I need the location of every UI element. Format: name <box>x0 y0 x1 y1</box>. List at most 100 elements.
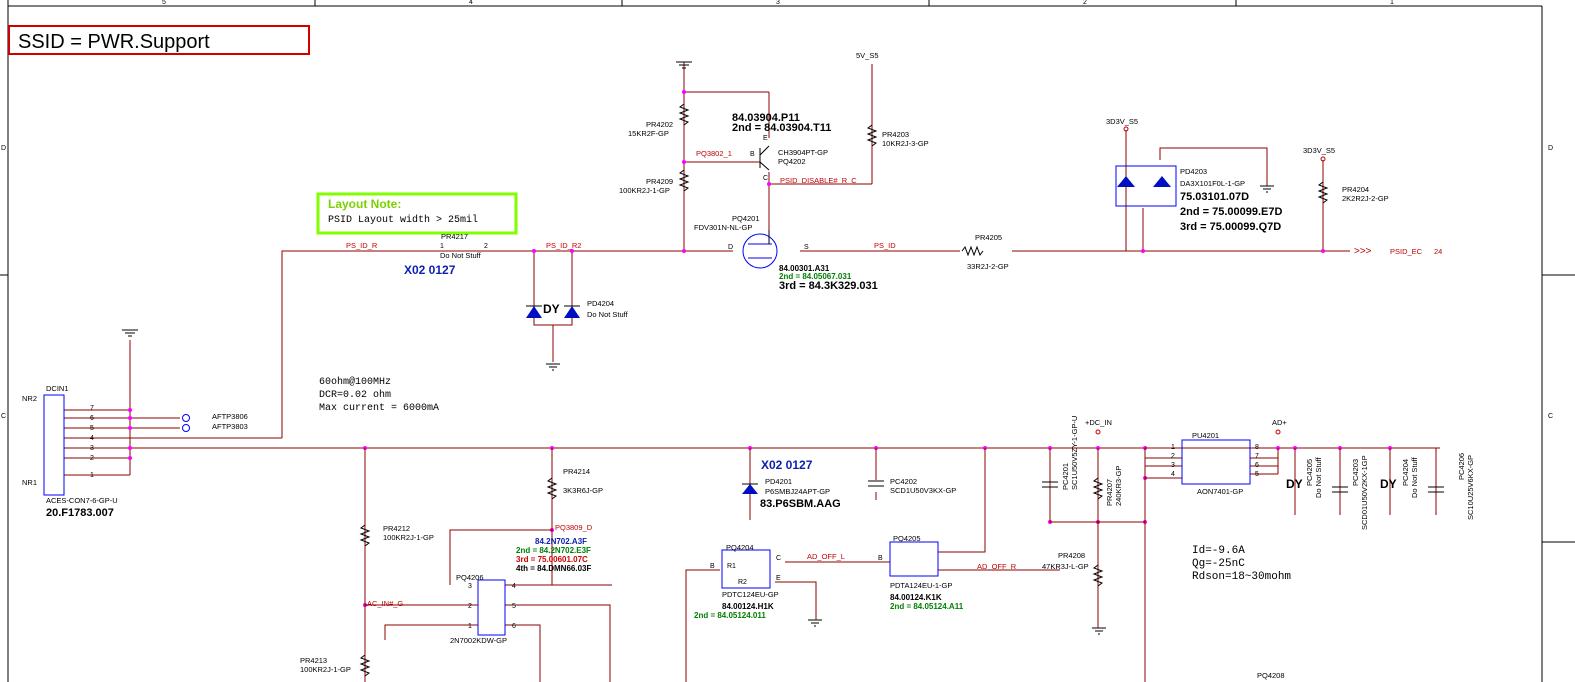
pq4204-r2: R2 <box>738 579 747 586</box>
pr4202-ref: PR4202 <box>646 120 673 129</box>
ferrite-note-1: 60ohm@100MHz <box>319 376 391 388</box>
pc4205-value: Do Not Stuff <box>1314 456 1323 498</box>
power-labels: 5V_S5 3D3V_S5 3D3V_S5 +DC_IN AD+ <box>856 51 1335 435</box>
ground-symbols <box>122 61 1274 635</box>
pu4201-pin8: 8 <box>1255 444 1259 451</box>
pu4201-pin7: 7 <box>1255 453 1259 460</box>
border-col-5: 5 <box>162 0 166 6</box>
pc4206-ref: PC4206 <box>1457 453 1466 480</box>
pc4204-ref: PC4204 <box>1401 459 1410 486</box>
pq4201-pin-d: D <box>728 244 733 251</box>
pr4208-ref: PR4208 <box>1058 551 1085 560</box>
pd4204-value: Do Not Stuff <box>587 310 629 319</box>
pr4213-ref: PR4213 <box>300 656 327 665</box>
ssid-box: SSID = PWR.Support <box>8 25 310 55</box>
pu4201-ref: PU4201 <box>1192 431 1219 440</box>
pq4205-pin-b: B <box>878 555 883 562</box>
pq4205-pn2: 2nd = 84.05124.A11 <box>890 602 964 611</box>
pq4204-pn1: 84.00124.H1K <box>722 602 774 611</box>
pu4201-pin4: 4 <box>1171 471 1175 478</box>
pq4201-ref: PQ4201 <box>732 214 760 223</box>
dcin1-pin7: 7 <box>90 405 94 412</box>
dcin1-pn: 20.F1783.007 <box>46 507 114 519</box>
pq4202-pin-e: E <box>763 135 768 142</box>
pq4206-pn2: 2nd = 84.2N702.E3F <box>516 546 591 555</box>
mosfet-notes: Id=-9.6A Qg=-25nC Rdson=18~30mohm <box>1192 545 1291 583</box>
pq4206-pin5: 5 <box>512 603 516 610</box>
layout-note: Layout Note: PSID Layout width > 25mil <box>316 192 518 235</box>
border-col-2: 2 <box>1083 0 1087 6</box>
net-labels: PS_ID_R PS_ID_R2 PS_ID PQ3802_1 PSID_DIS… <box>346 149 1442 608</box>
pq4202-value: CH3904PT-GP <box>778 148 828 157</box>
pc4204-value: Do Not Stuff <box>1410 456 1419 498</box>
pq4206-value: 2N7002KDW-GP <box>450 636 507 645</box>
pr4207-ref: PR4207 <box>1105 479 1114 506</box>
bottom-wires <box>364 447 1437 682</box>
pq4204-value: PDTC124EU-GP <box>722 590 779 599</box>
pc4201-value: SC1U50V5ZY-1-GP-U <box>1070 416 1079 490</box>
ferrite-note-3: Max current = 6000mA <box>319 403 439 414</box>
pc4202-ref: PC4202 <box>890 477 917 486</box>
pq4206-ref: PQ4206 <box>456 573 484 582</box>
border-row-c-right: C <box>1548 413 1553 420</box>
pd4203-value: DA3X101F0L-1-GP <box>1180 179 1245 188</box>
pr4214-value: 3K3R6J-GP <box>563 486 603 495</box>
pq4201-mosfet: D S PQ4201 FDV301N-NL-GP 84.00301.A31 2n… <box>694 214 878 292</box>
net-ps-id: PS_ID <box>874 241 896 250</box>
pq4206-pin1: 1 <box>468 623 472 630</box>
pr4217-pin2: 2 <box>484 243 488 250</box>
pq4202-transistor: B C E CH3904PT-GP PQ4202 84.03904.P11 2n… <box>732 112 831 182</box>
dcin1-pin4: 4 <box>90 435 94 442</box>
pr4209-value: 100KR2J-1-GP <box>619 186 670 195</box>
pq4201-value: FDV301N-NL-GP <box>694 223 752 232</box>
pq4205-pn1: 84.00124.K1K <box>890 593 942 602</box>
pc4201-ref: PC4201 <box>1061 463 1070 490</box>
pq4204-pin-c: C <box>776 555 781 562</box>
pq4201-pn1: 84.00301.A31 <box>779 264 830 273</box>
pc4203-ref: PC4203 <box>1351 459 1360 486</box>
pq4206-pin4: 4 <box>512 583 516 590</box>
pr4212-ref: PR4212 <box>383 524 410 533</box>
dcin1-pin6: 6 <box>90 415 94 422</box>
pc4206-value: SC10U25V6KX-GP <box>1466 455 1475 520</box>
dcin1-pin2: 2 <box>90 455 94 462</box>
pc4205-dy: DY <box>1286 477 1303 491</box>
pq4208-ref: PQ4208 <box>1257 671 1285 680</box>
pq4204-pn2: 2nd = 84.05124.011 <box>694 611 766 620</box>
pr4203-value: 10KR2J-3-GP <box>882 139 929 148</box>
border-col-1: 1 <box>1390 0 1394 6</box>
pq4206-pn1: 84.2N702.A3F <box>535 537 587 546</box>
net-5v-s5: 5V_S5 <box>856 51 879 60</box>
net-psid-ec: PSID_EC <box>1390 247 1423 256</box>
pu4201-pin2: 2 <box>1171 453 1175 460</box>
pd4203-pn3: 3rd = 75.00099.Q7D <box>1180 221 1281 233</box>
pc4204-dy: DY <box>1380 477 1397 491</box>
pu4201-pin6: 6 <box>1255 462 1259 469</box>
revision-x02-top: X02 0127 <box>404 263 456 277</box>
dcin1-pin1: 1 <box>90 472 94 479</box>
net-dc-in: +DC_IN <box>1085 418 1112 427</box>
pq4204-r1: R1 <box>727 563 736 570</box>
pr4217-ref: PR4217 <box>441 232 468 241</box>
arrows-psid-ec: >>> <box>1354 246 1372 257</box>
border-col-4: 4 <box>469 0 473 6</box>
net-pq3802: PQ3802_1 <box>696 149 732 158</box>
pu4201-pin5: 5 <box>1255 471 1259 478</box>
layout-note-text: PSID Layout width > 25mil <box>328 214 478 226</box>
pq4202-pn1: 84.03904.P11 <box>732 112 800 124</box>
pq4201-pn2: 2nd = 84.05067.031 <box>779 272 852 281</box>
net-psid-disable: PSID_DISABLE#_R_C <box>780 176 857 185</box>
dcin1-nr1: NR1 <box>22 478 37 487</box>
dcin1-ref: DCIN1 <box>46 384 69 393</box>
aftp3806-ref: AFTP3806 <box>212 412 248 421</box>
pc4202-value: SCD1U50V3KX-GP <box>890 486 956 495</box>
pr4217-pin1: 1 <box>440 243 444 250</box>
border-col-3: 3 <box>776 0 780 6</box>
pq4204-pin-b: B <box>710 563 715 570</box>
pq4206-pin2: 2 <box>468 603 472 610</box>
pq4202-pn2: 2nd = 84.03904.T11 <box>732 122 831 134</box>
pq4206-pin6: 6 <box>512 623 516 630</box>
layout-note-title: Layout Note: <box>328 197 401 211</box>
pr4202-value: 15KR2F-GP <box>628 129 669 138</box>
ssid-text: SSID = PWR.Support <box>18 31 210 53</box>
